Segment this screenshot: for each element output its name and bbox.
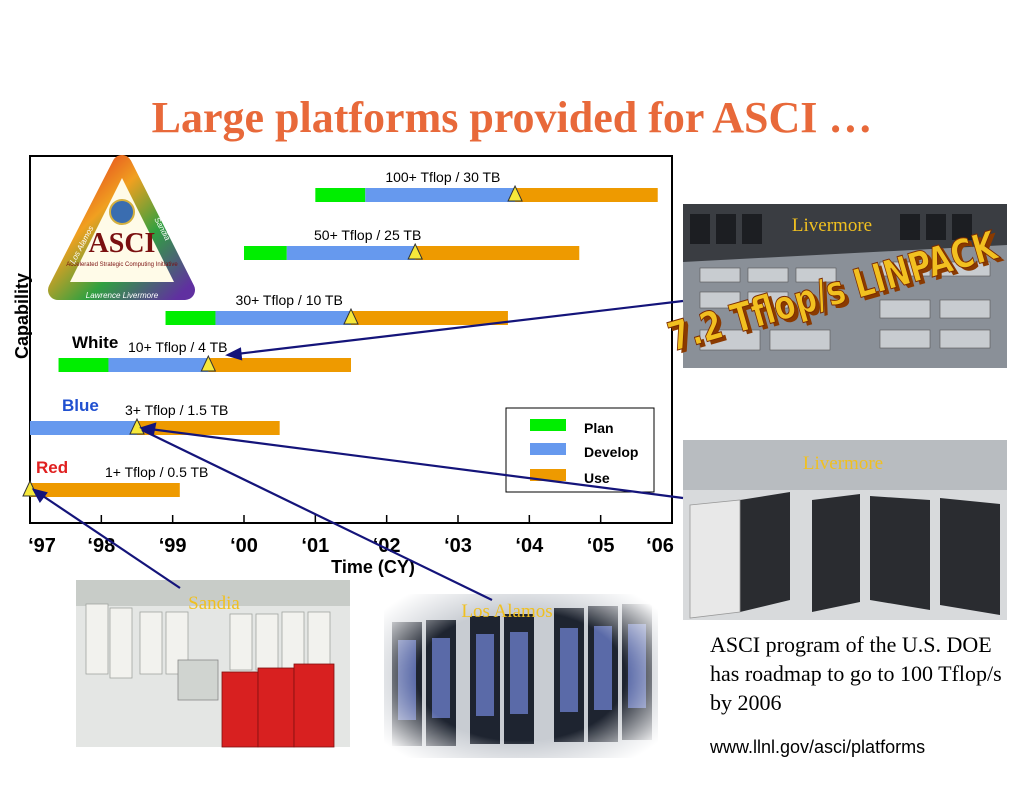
platform-name-label: Red <box>36 458 68 477</box>
bar-use <box>208 358 351 372</box>
plot-area: 1+ Tflop / 0.5 TB Red 3+ Tflop / 1.5 TB Blu… <box>22 169 658 497</box>
bar-spec-label: 30+ Tflop / 10 TB <box>236 292 343 308</box>
legend-label-develop: Develop <box>584 444 638 460</box>
caption: ASCI program of the U.S. DOE has roadmap… <box>710 632 1002 715</box>
x-tick-label: ‘97 <box>28 535 56 557</box>
legend-label-use: Use <box>584 470 610 486</box>
bar-develop <box>215 311 351 325</box>
milestone-marker-icon <box>22 479 38 497</box>
bar-develop <box>30 421 137 435</box>
logo-subtitle: Accelerated Strategic Computing Initiati… <box>66 262 178 268</box>
bar-spec-label: 100+ Tflop / 30 TB <box>385 169 500 185</box>
bar-develop <box>365 188 516 202</box>
logo-lab-bottom: Lawrence Livermore <box>86 291 159 300</box>
pointer-arrowhead-icon <box>31 488 48 504</box>
photo-livermore-top: Livermore <box>683 204 1007 368</box>
bar-develop <box>286 246 416 260</box>
doe-seal-icon <box>109 199 135 225</box>
pointer-arrowhead-icon <box>225 347 243 361</box>
photo-label-livermore-bottom: Livermore <box>803 453 883 474</box>
y-axis-label: Capability <box>12 273 32 359</box>
platform-name-label: White <box>72 333 118 352</box>
legend: Plan Develop Use <box>505 407 655 493</box>
legend-label-plan: Plan <box>584 420 614 436</box>
pointer-arrowhead-icon <box>139 422 157 436</box>
pointer-lines <box>31 299 684 601</box>
x-tick-label: ‘98 <box>87 535 115 557</box>
milestone-marker-icon <box>343 307 359 325</box>
bar-spec-label: 1+ Tflop / 0.5 TB <box>105 464 208 480</box>
platform-name-label: Blue <box>62 396 99 415</box>
x-tick-label: ‘04 <box>515 535 544 557</box>
platforms-url[interactable]: www.llnl.gov/asci/platforms <box>710 737 926 757</box>
slide-title: Large platforms provided for ASCI … <box>151 93 873 142</box>
x-tick-label: ‘01 <box>301 535 329 557</box>
x-axis-label: Time (CY) <box>331 557 415 577</box>
x-tick-label: ‘05 <box>587 535 615 557</box>
bar-plan <box>58 358 109 372</box>
photo-label-los-alamos: Los Alamos <box>461 601 552 622</box>
bar-plan <box>165 311 216 325</box>
milestone-marker-icon <box>129 417 145 435</box>
bar-use <box>137 421 280 435</box>
legend-swatch-use <box>530 469 566 481</box>
bar-use <box>30 483 180 497</box>
photo-label-livermore-top: Livermore <box>792 215 872 236</box>
legend-swatch-plan <box>530 419 566 431</box>
bar-use <box>515 188 658 202</box>
legend-swatch-develop <box>530 443 566 455</box>
x-tick-label: ‘99 <box>159 535 187 557</box>
milestone-marker-icon <box>200 354 217 372</box>
bar-develop <box>108 358 209 372</box>
milestone-marker-icon <box>507 184 523 202</box>
bar-spec-label: 10+ Tflop / 4 TB <box>128 339 228 355</box>
x-tick-label: ‘00 <box>230 535 258 557</box>
pointer-losalamos-to-blue <box>141 429 493 601</box>
pointer-sandia-to-red <box>33 489 181 589</box>
bar-spec-label: 3+ Tflop / 1.5 TB <box>125 402 228 418</box>
x-tick-label: ‘06 <box>646 535 674 557</box>
x-tick-label: ‘03 <box>444 535 472 557</box>
bar-plan <box>315 188 366 202</box>
asci-logo: ASCI Accelerated Strategic Computing Ini… <box>48 155 195 300</box>
photo-livermore-bottom: Livermore <box>683 440 1007 620</box>
photo-label-sandia: Sandia <box>188 593 240 614</box>
pointer-livermore-to-white <box>227 299 684 357</box>
bar-use <box>415 246 580 260</box>
photo-los-alamos: Los Alamos <box>376 586 666 766</box>
bar-use <box>351 311 508 325</box>
milestone-marker-icon <box>407 242 423 260</box>
pointer-livermore-to-blue <box>141 426 684 500</box>
logo-main-text: ASCI <box>89 228 156 259</box>
bar-plan <box>244 246 287 260</box>
photo-sandia: Sandia <box>76 580 350 748</box>
bar-spec-label: 50+ Tflop / 25 TB <box>314 227 421 243</box>
